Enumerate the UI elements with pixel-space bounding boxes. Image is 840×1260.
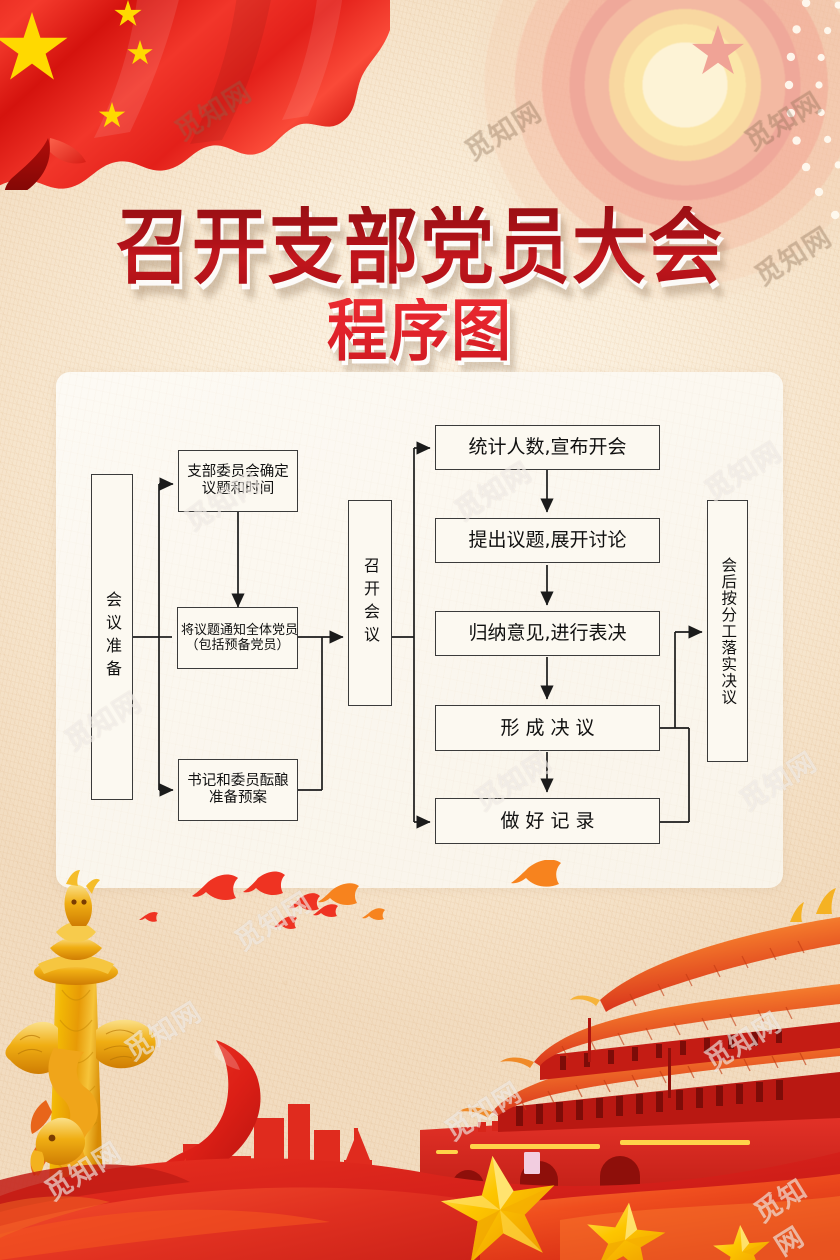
stage-preparation[interactable]: 会议准备 [91, 474, 133, 800]
stage-followup[interactable]: 会后按分工落实决议 [707, 500, 748, 762]
prep-step-3-line-1: 书记和委员酝酿 [187, 772, 289, 789]
prep-step-3[interactable]: 书记和委员酝酿 准备预案 [178, 759, 298, 821]
meeting-step-1-label: 统计人数,宣布开会 [468, 436, 627, 459]
golden-huabiao-column [5, 870, 156, 1220]
meeting-step-4[interactable]: 形 成 决 议 [435, 705, 660, 751]
prep-step-2-line-1: 将议题通知全体党员 [181, 622, 299, 638]
golden-five-pointed-stars [440, 1155, 770, 1260]
prep-step-1[interactable]: 支部委员会确定 议题和时间 [178, 450, 298, 512]
prep-step-2-line-2: （包括预备党员） [185, 638, 290, 653]
meeting-step-4-label: 形 成 决 议 [500, 716, 595, 739]
bottom-scenery [0, 860, 840, 1260]
prep-step-1-line-1: 支部委员会确定 [187, 463, 289, 480]
medallion-dot-rings [784, 0, 840, 220]
meeting-step-2-label: 提出议题,展开讨论 [468, 529, 627, 552]
stage-convene-label: 召开会议 [361, 557, 380, 649]
prep-step-3-line-2: 准备预案 [209, 790, 267, 806]
title-line-2: 程序图 [0, 298, 840, 365]
panel-texture [56, 372, 783, 888]
meeting-step-1[interactable]: 统计人数,宣布开会 [435, 425, 660, 470]
china-flag [0, 0, 410, 190]
stage-followup-label: 会后按分工落实决议 [719, 556, 738, 706]
meeting-step-3-label: 归纳意见,进行表决 [468, 622, 627, 645]
meeting-step-5-label: 做 好 记 录 [500, 809, 595, 832]
stage-convene[interactable]: 召开会议 [348, 500, 392, 706]
poster-title: 召开支部党员大会 程序图 [0, 206, 840, 365]
flowchart-panel [56, 372, 783, 888]
prep-step-1-line-2: 议题和时间 [201, 481, 275, 497]
prep-step-2[interactable]: 将议题通知全体党员 （包括预备党员） [177, 607, 298, 669]
orange-flying-doves [318, 860, 561, 920]
red-flying-doves [139, 871, 338, 929]
meeting-step-3[interactable]: 归纳意见,进行表决 [435, 611, 660, 656]
meeting-step-5[interactable]: 做 好 记 录 [435, 798, 660, 844]
stage-preparation-label: 会议准备 [103, 591, 122, 683]
meeting-step-2[interactable]: 提出议题,展开讨论 [435, 518, 660, 563]
title-line-1: 召开支部党员大会 [0, 206, 840, 289]
